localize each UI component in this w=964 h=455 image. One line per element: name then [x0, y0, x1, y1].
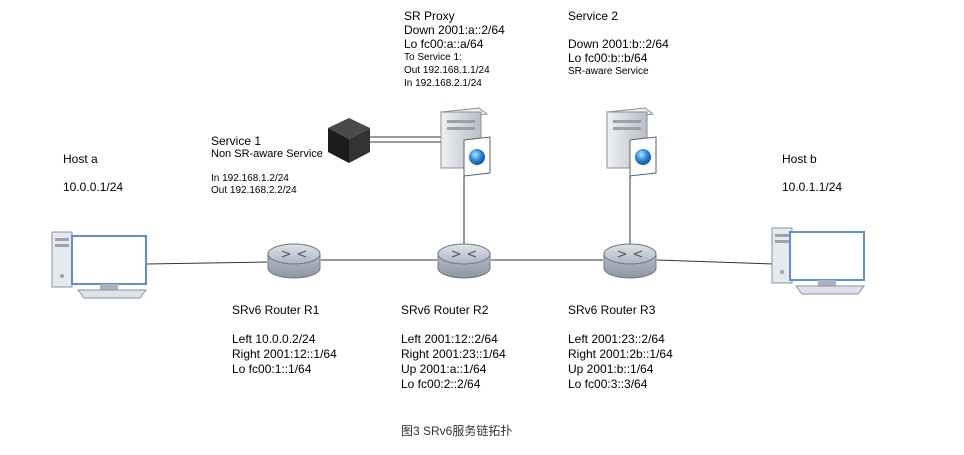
host-b-name: Host b [782, 152, 817, 166]
service2-server-icon [605, 107, 657, 177]
service1-box-icon [328, 118, 370, 163]
sr-proxy-name: SR Proxy [404, 9, 455, 23]
sr-proxy-server-icon [439, 107, 491, 177]
link-r3-hostb [656, 259, 775, 265]
r3-lo: Lo fc00:3::3/64 [568, 377, 648, 391]
host-b-computer-icon [771, 227, 865, 295]
sr-proxy-down: Down 2001:a::2/64 [404, 23, 505, 37]
r2-name: SRv6 Router R2 [401, 303, 489, 317]
r1-right: Right 2001:12::1/64 [232, 347, 337, 361]
link-hosta-r1 [145, 261, 268, 265]
host-a-computer-icon [51, 231, 147, 299]
service1-out: Out 192.168.2.2/24 [211, 185, 297, 196]
host-b-ip: 10.0.1.1/24 [782, 180, 843, 194]
r1-name: SRv6 Router R1 [232, 303, 320, 317]
r3-right: Right 2001:2b::1/64 [568, 347, 673, 361]
service1-in: In 192.168.1.2/24 [211, 173, 289, 184]
sr-proxy-to-service: To Service 1: [404, 52, 462, 63]
r2-right: Right 2001:23::1/64 [401, 347, 506, 361]
links [145, 136, 775, 265]
router-r3-icon [603, 243, 657, 279]
service2-lo: Lo fc00:b::b/64 [568, 51, 648, 65]
service1-name: Service 1 [211, 134, 262, 148]
r3-left: Left 2001:23::2/64 [568, 332, 665, 346]
service2-desc: SR-aware Service [568, 66, 649, 77]
r1-left: Left 10.0.0.2/24 [232, 332, 316, 346]
r2-left: Left 2001:12::2/64 [401, 332, 498, 346]
r3-up: Up 2001:b::1/64 [568, 362, 654, 376]
router-r2-icon [437, 243, 491, 279]
r2-lo: Lo fc00:2::2/64 [401, 377, 481, 391]
r1-lo: Lo fc00:1::1/64 [232, 362, 312, 376]
host-a-name: Host a [63, 152, 98, 166]
host-a-ip: 10.0.0.1/24 [63, 180, 124, 194]
service2-name: Service 2 [568, 9, 619, 23]
figure-caption: 图3 SRv6服务链拓扑 [401, 424, 513, 438]
service1-desc: Non SR-aware Service [211, 148, 323, 160]
router-r1-icon [267, 243, 321, 279]
service2-down: Down 2001:b::2/64 [568, 37, 669, 51]
r2-up: Up 2001:a::1/64 [401, 362, 487, 376]
r3-name: SRv6 Router R3 [568, 303, 656, 317]
sr-proxy-in: In 192.168.2.1/24 [404, 78, 482, 89]
sr-proxy-lo: Lo fc00:a::a/64 [404, 37, 484, 51]
sr-proxy-out: Out 192.168.1.1/24 [404, 65, 490, 76]
